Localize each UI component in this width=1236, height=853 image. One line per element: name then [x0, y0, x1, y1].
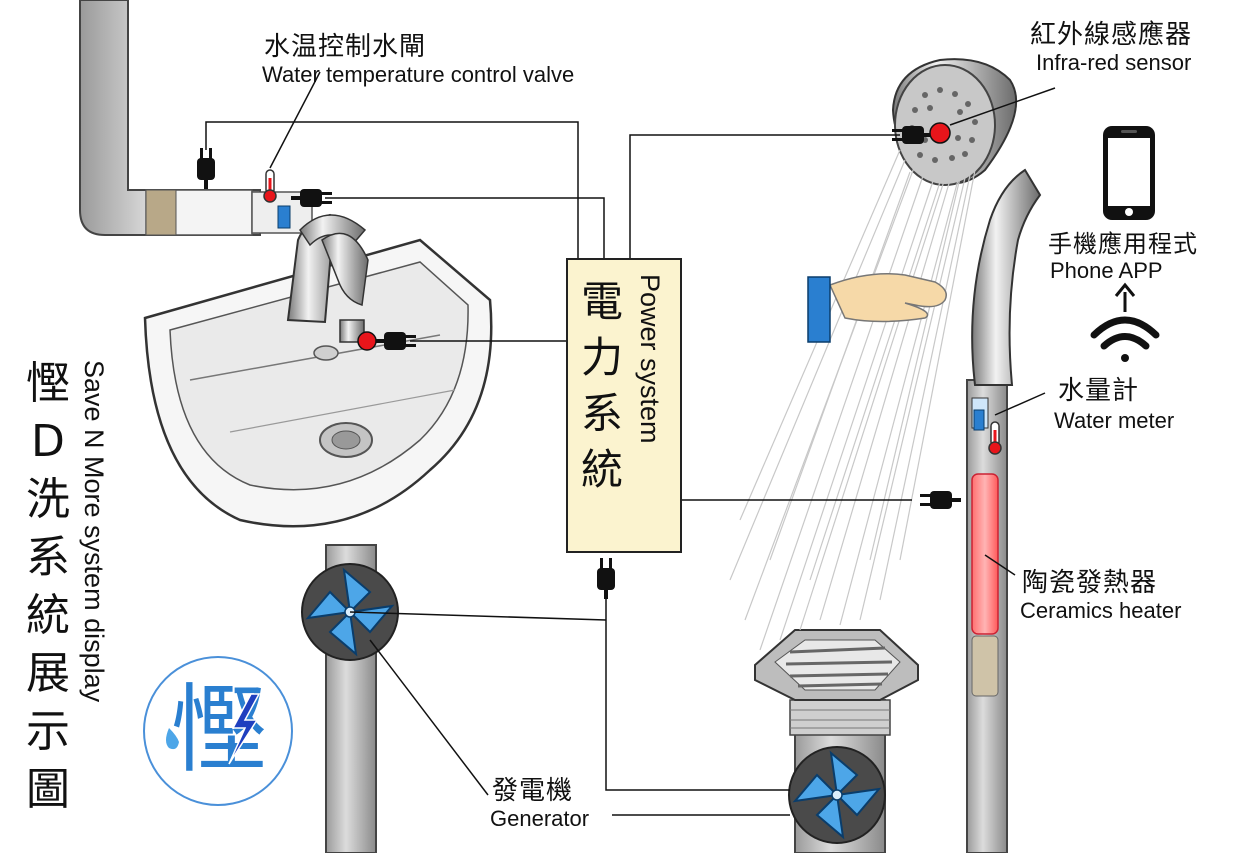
sensor-label-en: Infra-red sensor — [1036, 50, 1192, 75]
water-spray — [729, 149, 976, 651]
app-label-en: Phone APP — [1050, 258, 1163, 283]
smartphone-icon — [1103, 126, 1155, 220]
power-system-box: 電 力 系 統 Power system — [566, 258, 682, 553]
page-title-zh: 慳 D 洗 系 統 展 示 圖 — [18, 355, 78, 819]
fan-icon — [788, 746, 886, 844]
wifi-icon — [1090, 316, 1160, 362]
power-char: 力 — [580, 333, 623, 382]
shower-pipe — [966, 379, 1008, 853]
sensor-bracket — [807, 276, 831, 343]
title-char: D — [31, 416, 65, 467]
title-char: 展 — [26, 648, 70, 699]
lightning-icon — [166, 693, 261, 765]
power-char: 系 — [580, 389, 623, 438]
valve-label-zh: 水温控制水閘 — [264, 32, 427, 62]
page-title-en: Save N More system display — [79, 360, 109, 703]
title-char: 系 — [26, 532, 70, 583]
meter-label-zh: 水量計 — [1058, 376, 1140, 406]
wash-basin — [143, 238, 493, 528]
power-char: 電 — [580, 277, 623, 326]
meter-label-en: Water meter — [1054, 408, 1175, 433]
power-system-en: Power system — [635, 274, 665, 444]
power-char: 統 — [580, 445, 623, 494]
wiring — [205, 71, 1056, 816]
hand-icon — [828, 273, 947, 323]
thermometer-icon — [988, 421, 1002, 455]
sensor-dot — [357, 331, 377, 351]
thermometer-icon — [263, 169, 277, 203]
plug-icon — [920, 491, 961, 509]
title-char: 示 — [26, 706, 70, 757]
title-char: 慳 — [26, 358, 70, 409]
arrow-up-icon — [1114, 282, 1136, 312]
brand-logo: 慳 — [143, 656, 293, 806]
app-label-zh: 手機應用程式 — [1048, 230, 1198, 258]
sensor-dot — [929, 122, 951, 144]
shower-head — [891, 58, 1042, 386]
sensor-label-zh: 紅外線感應器 — [1030, 20, 1193, 50]
heater-label-en: Ceramics heater — [1020, 598, 1182, 623]
title-char: 洗 — [26, 474, 70, 525]
generator-label-zh: 發電機 — [492, 776, 574, 806]
plug-icon — [197, 148, 215, 189]
heater-label-zh: 陶瓷發熱器 — [1022, 568, 1158, 598]
generator-label-en: Generator — [490, 806, 590, 831]
plug-icon — [597, 558, 615, 599]
title-char: 統 — [26, 590, 70, 641]
faucet — [286, 213, 369, 343]
title-char: 圖 — [26, 764, 70, 815]
power-system-zh: 電 力 系 統 — [576, 274, 628, 498]
valve-label-en: Water temperature control valve — [262, 62, 575, 87]
